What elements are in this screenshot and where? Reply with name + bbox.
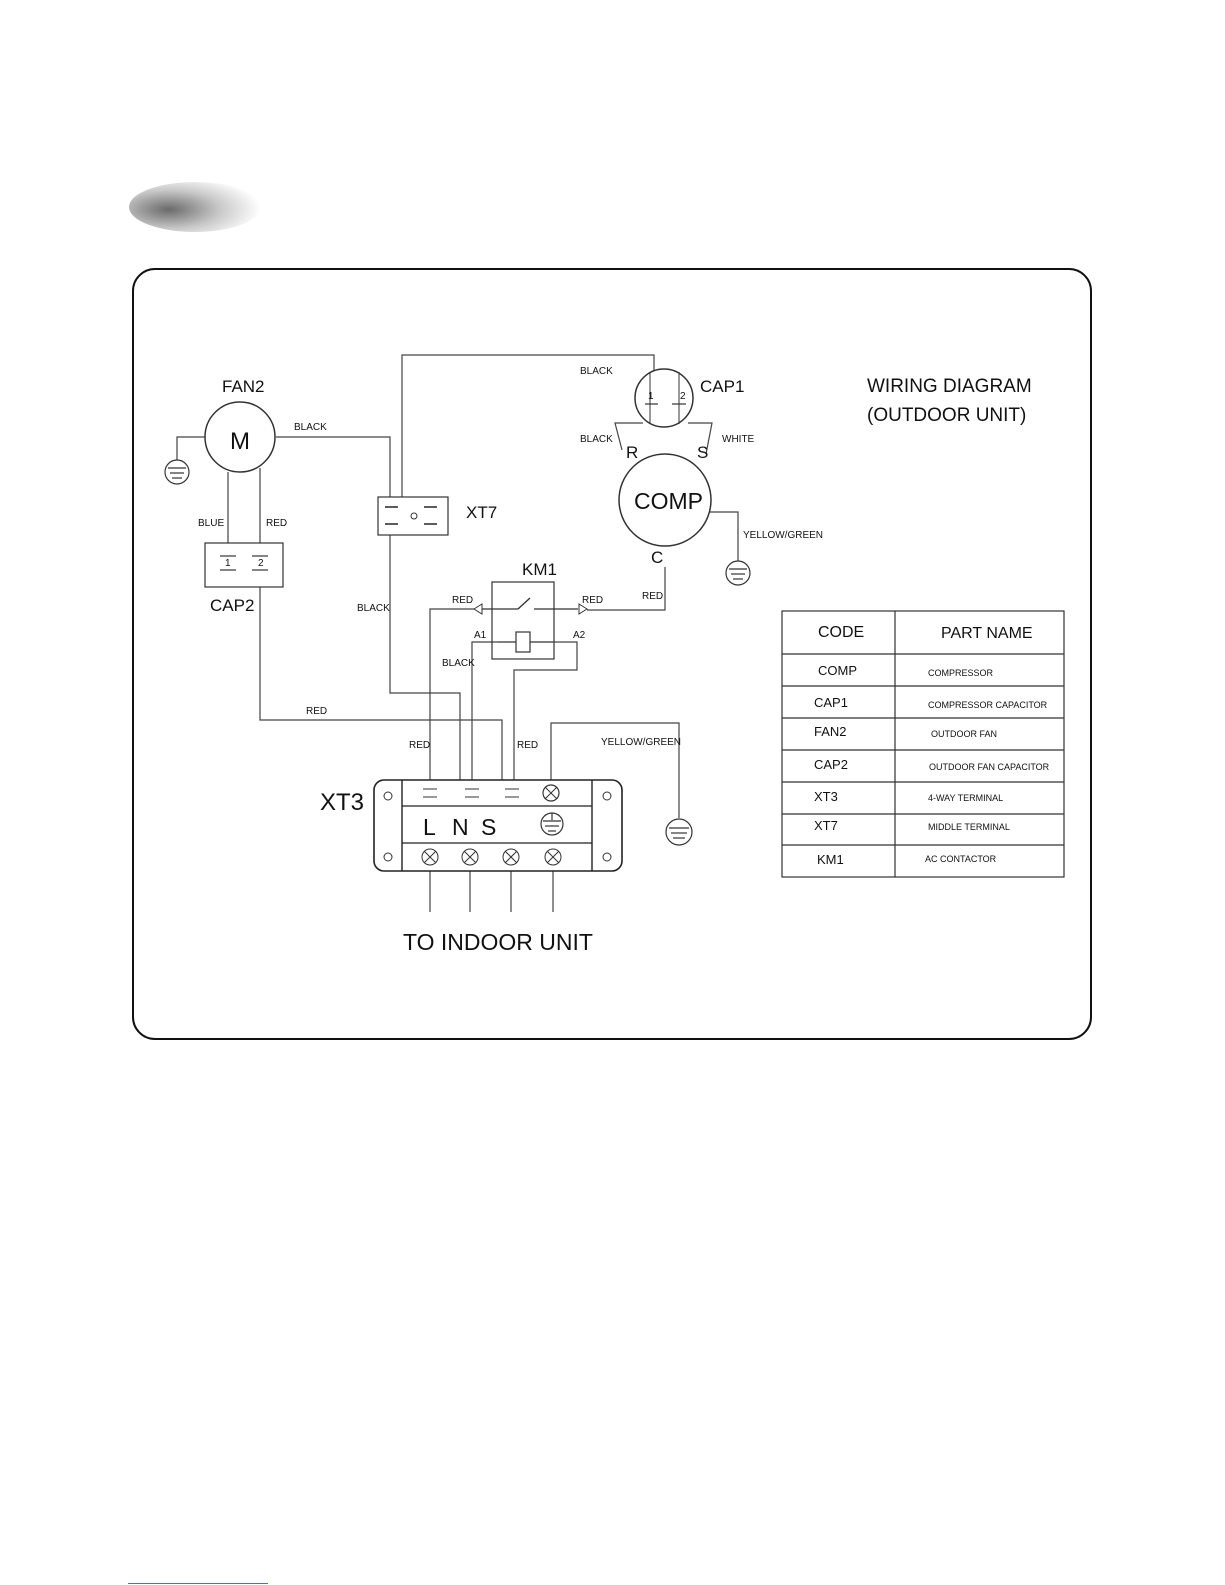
legend-table (781, 610, 1065, 878)
legend-row-code: FAN2 (814, 724, 847, 739)
legend-row-part: OUTDOOR FAN CAPACITOR (929, 762, 1050, 772)
xt3-terminal-block (373, 779, 623, 872)
xt3-label: XT3 (320, 789, 364, 816)
km1-label: KM1 (522, 560, 557, 579)
legend-row-part: OUTDOOR FAN (931, 729, 997, 739)
wire-label-km1-right-red: RED (582, 595, 603, 606)
compressor (618, 453, 712, 547)
ground-icon (725, 560, 751, 586)
xt3-terminal-l: L (423, 814, 436, 840)
legend-row-code: CAP1 (814, 695, 848, 710)
cap1-capacitor (634, 368, 694, 428)
legend-row-code: XT7 (814, 818, 838, 833)
diagram-title-line-2: (OUTDOOR UNIT) (867, 405, 1026, 426)
wire-label-fan-blue: BLUE (198, 518, 224, 529)
xt3-terminal-n: N (452, 814, 469, 840)
legend-row-part: AC CONTACTOR (925, 854, 997, 864)
wire-label-comp-c-red: RED (642, 591, 663, 602)
wire-label-fan-red: RED (266, 518, 287, 529)
header-pill-decoration (129, 182, 261, 232)
comp-label: COMP (634, 488, 703, 514)
legend-row-part: 4-WAY TERMINAL (928, 793, 1003, 803)
wire-label-km1-left-red: RED (452, 595, 473, 606)
km1-contactor (473, 581, 588, 660)
xt7-label: XT7 (466, 503, 497, 522)
to-indoor-unit-label: TO INDOOR UNIT (403, 929, 593, 955)
fan2-motor (204, 401, 276, 473)
legend-row-code: KM1 (817, 852, 844, 867)
cap2-capacitor (204, 542, 284, 588)
cap2-pin-1: 1 (225, 558, 231, 569)
cap1-label: CAP1 (700, 377, 744, 396)
legend-row-part: COMPRESSOR (928, 668, 994, 678)
legend-row-part: MIDDLE TERMINAL (928, 822, 1010, 832)
wire-label-xt3-s-red: RED (517, 740, 538, 751)
km1-a2-label: A2 (573, 630, 586, 641)
legend-row-part: COMPRESSOR CAPACITOR (928, 700, 1048, 710)
wire-label-cap2-red: RED (306, 706, 327, 717)
ground-icon (164, 459, 190, 485)
legend-row-code: CAP2 (814, 757, 848, 772)
wire-label-xt7-black: BLACK (357, 603, 390, 614)
motor-symbol: M (230, 428, 250, 455)
wire-label-comp-ground: YELLOW/GREEN (743, 530, 823, 541)
wire-label-xt3-ground: YELLOW/GREEN (601, 737, 681, 748)
wire-label-r-black: BLACK (580, 434, 613, 445)
comp-terminal-c: C (651, 548, 663, 567)
legend-header-part-name: PART NAME (941, 625, 1033, 642)
wires (176, 354, 739, 912)
diagram-title-line-1: WIRING DIAGRAM (867, 376, 1032, 397)
legend-header-code: CODE (818, 624, 864, 641)
cap1-pin-1: 1 (648, 391, 654, 402)
wire-label-xt3-l-red: RED (409, 740, 430, 751)
legend-row-code: XT3 (814, 789, 838, 804)
ground-icon (665, 818, 693, 846)
wire-label-s-white: WHITE (722, 434, 755, 445)
comp-terminal-r: R (626, 443, 638, 462)
wire-label-top-black: BLACK (580, 366, 613, 377)
comp-terminal-s: S (697, 443, 708, 462)
footer-rule (128, 1583, 268, 1584)
fan2-label: FAN2 (222, 377, 265, 396)
xt3-terminal-s: S (481, 814, 496, 840)
cap2-pin-2: 2 (258, 558, 264, 569)
wire-label-a1-black: BLACK (442, 658, 475, 669)
km1-a1-label: A1 (474, 630, 487, 641)
cap1-pin-2: 2 (680, 391, 686, 402)
cap2-label: CAP2 (210, 596, 254, 615)
xt7-terminal (377, 496, 449, 536)
legend-row-code: COMP (818, 663, 857, 678)
wire-label-fan-black: BLACK (294, 422, 327, 433)
